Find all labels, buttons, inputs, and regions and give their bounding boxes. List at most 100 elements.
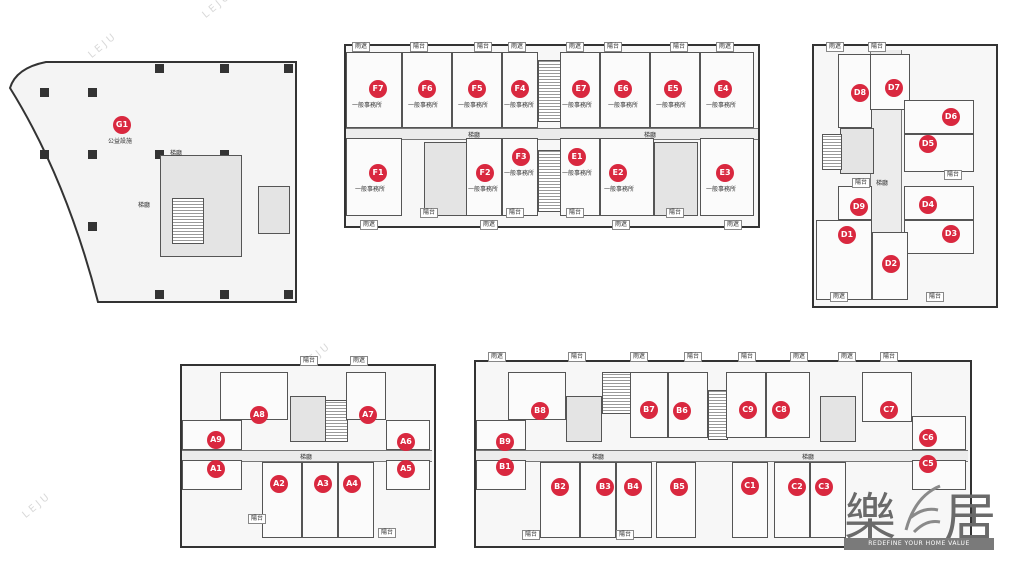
unit-label-badge: B8 xyxy=(531,402,549,420)
brand-logo: 樂 居 REDEFINE YOUR HOME VALUE xyxy=(844,480,996,550)
balcony-tag: 陽台 xyxy=(300,356,319,366)
unit-d5 xyxy=(904,134,974,172)
unit-label-badge: A5 xyxy=(397,460,415,478)
canopy-tag: 雨遮 xyxy=(716,42,735,52)
stairwell xyxy=(538,60,562,122)
corridor xyxy=(476,450,968,462)
corridor-label: 梯廳 xyxy=(138,202,151,209)
unit-label-badge: A6 xyxy=(397,433,415,451)
unit-label-badge: F5 xyxy=(468,80,486,98)
stairwell xyxy=(708,390,728,440)
unit-label-badge: D8 xyxy=(851,84,869,102)
elevator-core xyxy=(290,396,326,442)
unit-label-badge: B6 xyxy=(673,402,691,420)
unit-use-label: 一般事務所 xyxy=(352,102,383,109)
unit-a4 xyxy=(338,462,374,538)
canopy-tag: 雨遮 xyxy=(612,220,631,230)
unit-b3 xyxy=(580,462,616,538)
restroom xyxy=(258,186,290,234)
unit-e2 xyxy=(600,138,654,216)
unit-label-badge: G1 xyxy=(113,116,131,134)
unit-label-badge: D4 xyxy=(919,196,937,214)
unit-label-badge: C1 xyxy=(741,477,759,495)
unit-label-badge: E5 xyxy=(664,80,682,98)
unit-use-label: 一般事務所 xyxy=(504,170,535,177)
watermark: LEJU xyxy=(20,490,54,521)
unit-use-label: 一般事務所 xyxy=(468,186,499,193)
elevator-core xyxy=(424,142,468,216)
balcony-tag: 陽台 xyxy=(248,514,267,524)
unit-use-label: 一般事務所 xyxy=(562,102,593,109)
balcony-tag: 陽台 xyxy=(670,42,689,52)
unit-label-badge: D2 xyxy=(882,255,900,273)
column xyxy=(220,150,229,159)
unit-b4 xyxy=(616,462,652,538)
canopy-tag: 雨遮 xyxy=(480,220,499,230)
balcony-tag: 陽台 xyxy=(474,42,493,52)
unit-c3 xyxy=(810,462,846,538)
corridor-label: 梯廳 xyxy=(170,150,183,157)
elevator-core xyxy=(820,396,856,442)
column xyxy=(155,290,164,299)
canopy-tag: 雨遮 xyxy=(724,220,743,230)
elevator-core xyxy=(566,396,602,442)
unit-use-label: 一般事務所 xyxy=(504,102,535,109)
balcony-tag: 陽台 xyxy=(410,42,429,52)
unit-use-label: 一般事務所 xyxy=(656,102,687,109)
column xyxy=(40,150,49,159)
unit-label-badge: D1 xyxy=(838,226,856,244)
unit-label-badge: C3 xyxy=(815,478,833,496)
unit-a3 xyxy=(302,462,338,538)
unit-label-badge: D6 xyxy=(942,108,960,126)
unit-b5 xyxy=(656,462,696,538)
unit-use-label: 一般事務所 xyxy=(706,186,737,193)
balcony-tag: 陽台 xyxy=(604,42,623,52)
column xyxy=(40,88,49,97)
unit-label-badge: F6 xyxy=(418,80,436,98)
corridor-label: 梯廳 xyxy=(300,454,313,461)
unit-a2 xyxy=(262,462,302,538)
unit-label-badge: F2 xyxy=(476,164,494,182)
unit-label-badge: A4 xyxy=(343,475,361,493)
unit-label-badge: B1 xyxy=(496,458,514,476)
corridor-label: 梯廳 xyxy=(802,454,815,461)
unit-d6 xyxy=(904,100,974,134)
unit-c1 xyxy=(732,462,768,538)
floorplan-g xyxy=(8,61,297,303)
canopy-tag: 雨遮 xyxy=(566,42,585,52)
elevator-core xyxy=(840,128,874,174)
canopy-tag: 雨遮 xyxy=(826,42,845,52)
column xyxy=(155,64,164,73)
corridor-label: 梯廳 xyxy=(644,132,657,139)
balcony-tag: 陽台 xyxy=(926,292,945,302)
unit-label-badge: C7 xyxy=(880,401,898,419)
unit-use-label: 一般事務所 xyxy=(355,186,386,193)
unit-label-badge: B4 xyxy=(624,478,642,496)
canopy-tag: 雨遮 xyxy=(360,220,379,230)
balcony-tag: 陽台 xyxy=(880,352,899,362)
balcony-tag: 陽台 xyxy=(522,530,541,540)
unit-label-badge: D7 xyxy=(885,79,903,97)
unit-label-badge: F1 xyxy=(369,164,387,182)
unit-label-badge: F7 xyxy=(369,80,387,98)
unit-label-badge: F4 xyxy=(511,80,529,98)
unit-use-label: 一般事務所 xyxy=(608,102,639,109)
unit-label-badge: A9 xyxy=(207,431,225,449)
unit-label-badge: E1 xyxy=(568,148,586,166)
canopy-tag: 雨遮 xyxy=(838,352,857,362)
balcony-tag: 陽台 xyxy=(506,208,525,218)
balcony-tag: 陽台 xyxy=(666,208,685,218)
canopy-tag: 雨遮 xyxy=(790,352,809,362)
balcony-tag: 陽台 xyxy=(378,528,397,538)
unit-label-badge: C6 xyxy=(919,429,937,447)
unit-label-badge: B5 xyxy=(670,478,688,496)
column xyxy=(220,290,229,299)
unit-label-badge: E4 xyxy=(714,80,732,98)
column xyxy=(220,64,229,73)
unit-c9 xyxy=(726,372,766,438)
unit-d3 xyxy=(904,220,974,254)
corridor-label: 梯廳 xyxy=(592,454,605,461)
unit-use-label: 一般事務所 xyxy=(706,102,737,109)
unit-label-badge: E6 xyxy=(614,80,632,98)
balcony-tag: 陽台 xyxy=(616,530,635,540)
